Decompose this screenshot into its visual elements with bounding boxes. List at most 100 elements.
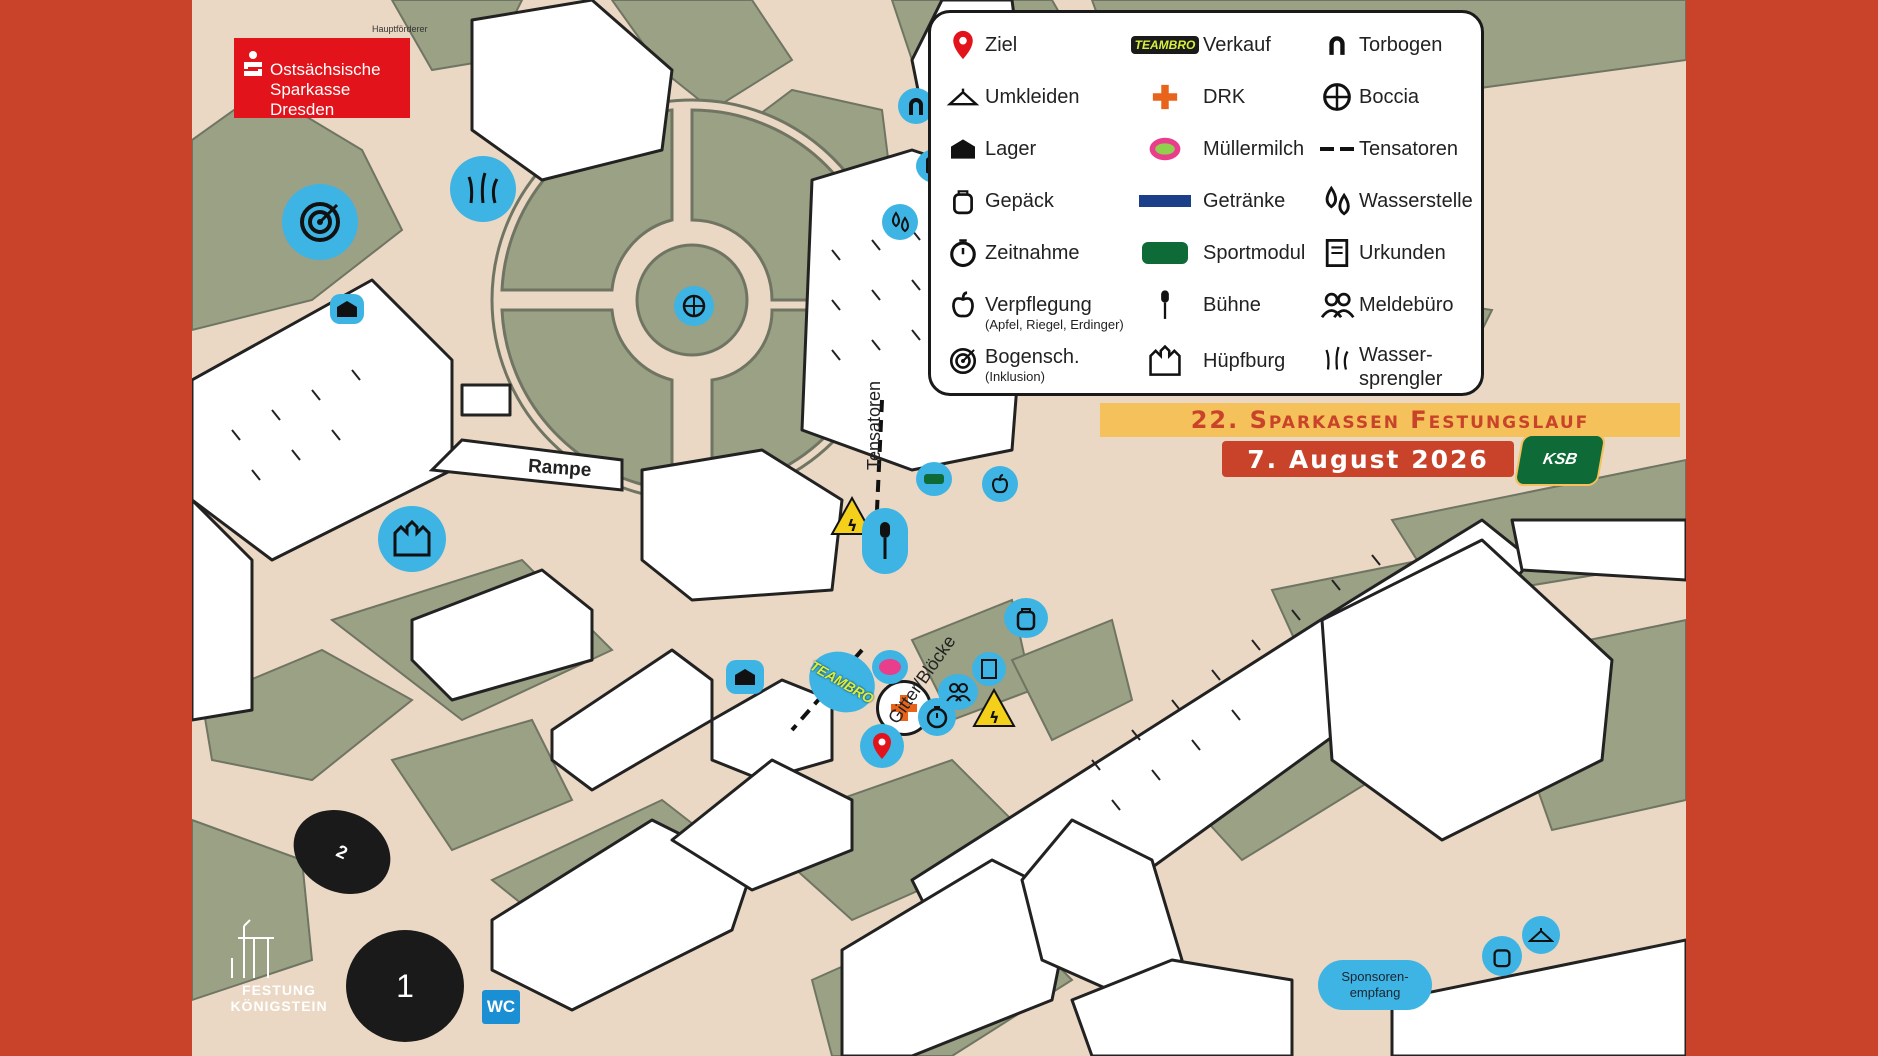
storage-pin-2[interactable]: [726, 660, 764, 694]
storage-icon: [337, 301, 357, 317]
oppacher-logo: [1139, 195, 1191, 207]
legend-wassersprengler: Wasser-sprengler: [1315, 339, 1442, 391]
hanger-icon: [946, 88, 980, 106]
archery-pin[interactable]: [282, 184, 358, 260]
legend-ziel: Ziel: [941, 25, 1017, 65]
teambro-logo: TEAMBRO: [1130, 36, 1200, 54]
sparkasse-s-icon: [244, 51, 262, 76]
ksb-badge: KSB: [1513, 434, 1607, 486]
microphone-icon: [1161, 290, 1169, 319]
muellermilch-pin[interactable]: [872, 650, 908, 684]
boccia-pin[interactable]: [674, 286, 714, 326]
certificate-pin[interactable]: [972, 652, 1006, 686]
microphone-icon: [880, 522, 890, 559]
hanger-icon: [1528, 928, 1554, 942]
storage-pin[interactable]: [330, 294, 364, 324]
backpack-pin[interactable]: [1004, 598, 1048, 638]
backpack-icon: [1493, 949, 1511, 968]
sponsor-line2: Sparkasse Dresden: [270, 80, 351, 119]
stage-pin[interactable]: [862, 508, 908, 574]
storage-icon: [735, 669, 755, 685]
svg-text:ϟ: ϟ: [847, 516, 858, 535]
legend-tensatoren: Tensatoren: [1315, 129, 1458, 169]
hanger-pin[interactable]: [1522, 916, 1560, 954]
sponsor-reception-pin[interactable]: Sponsoren- empfang: [1318, 960, 1432, 1010]
finish-pin[interactable]: [860, 724, 904, 768]
fortress-logo-icon: [231, 919, 274, 978]
ksb-logo: [1142, 242, 1188, 264]
pin-icon: [953, 30, 973, 60]
area-marker-1[interactable]: 1: [346, 930, 464, 1042]
pin-icon: [873, 733, 891, 759]
sponsor-reception-line1: Sponsoren-: [1341, 969, 1409, 984]
sprinkler-icon: [467, 172, 499, 204]
backpack-icon: [1016, 608, 1036, 631]
apple-pin[interactable]: [982, 466, 1018, 502]
storage-icon: [951, 139, 975, 159]
legend-gepaeck: Gepäck: [941, 181, 1054, 221]
bouncy-castle-icon: [1149, 344, 1181, 376]
sponsor-line1: Ostsächsische: [270, 60, 381, 79]
bouncy-castle-pin[interactable]: [378, 506, 446, 572]
wc-sign[interactable]: WC: [482, 990, 520, 1024]
target-icon: [300, 202, 340, 242]
certificate-icon: [981, 659, 997, 679]
water-pin[interactable]: [882, 204, 918, 240]
sparkasse-logo: Ostsächsische Sparkasse Dresden: [234, 38, 410, 119]
area-number-1: 1: [396, 967, 414, 1004]
legend-drk: DRK: [1127, 77, 1245, 117]
legend-verkauf: TEAMBRO Verkauf: [1127, 25, 1271, 65]
festung-line2: KÖNIGSTEIN: [230, 998, 328, 1014]
dash-line-icon: [1320, 147, 1354, 151]
legend-bogensch: Bogensch.(Inklusion): [941, 341, 1080, 385]
stopwatch-icon: [950, 239, 976, 268]
legend-sportmodul: Sportmodul: [1127, 233, 1305, 273]
muellermilch-icon: [879, 659, 901, 675]
target-icon: [949, 347, 977, 375]
legend-huepfburg: Hüpfburg: [1127, 341, 1285, 381]
arch-icon: [1329, 36, 1345, 55]
legend-muellermilch: Müllermilch: [1127, 129, 1304, 169]
apple-icon: [991, 474, 1009, 494]
sponsor-reception-line2: empfang: [1349, 985, 1401, 1000]
muellermilch-logo: [1149, 137, 1181, 161]
people-icon: [946, 683, 971, 702]
stopwatch-icon: [926, 706, 948, 729]
sprinkler-pin[interactable]: [450, 156, 516, 222]
backpack-pin-2[interactable]: [1482, 936, 1522, 976]
legend-zeitnahme: Zeitnahme: [941, 233, 1080, 273]
ksb-sportmodul-pin[interactable]: [916, 462, 952, 496]
people-icon: [1320, 292, 1355, 319]
event-title: 22. Sparkassen Festungslauf: [1100, 403, 1680, 437]
sprinkler-icon: [1325, 346, 1349, 370]
festung-logo: FESTUNG KÖNIGSTEIN: [224, 918, 327, 1014]
legend-boccia: Boccia: [1315, 77, 1419, 117]
sponsor-tagline: Hauptförderer: [372, 24, 428, 34]
event-date: 7. August 2026: [1222, 441, 1514, 477]
red-cross-icon: [1152, 84, 1178, 110]
arch-icon: [909, 98, 923, 115]
area-number-2: 2: [333, 840, 351, 863]
timing-pin[interactable]: [918, 698, 956, 736]
legend-getraenke: Getränke: [1127, 181, 1285, 221]
legend-wasserstelle: Wasserstelle: [1315, 181, 1473, 221]
legend-lager: Lager: [941, 129, 1036, 169]
tensatoren-label: Tensatoren: [864, 380, 884, 470]
water-drops-icon: [1325, 185, 1350, 216]
apple-icon: [952, 291, 974, 318]
red-cross-icon: [891, 695, 917, 721]
backpack-icon: [953, 190, 973, 215]
legend-umkleiden: Umkleiden: [941, 77, 1079, 117]
legend-meldebuero: Meldebüro: [1315, 285, 1454, 325]
legend-torbogen: Torbogen: [1315, 25, 1442, 65]
boccia-icon: [682, 294, 706, 318]
ksb-icon: [924, 474, 944, 484]
rampe-label: Rampe: [527, 455, 593, 482]
water-drops-icon: [892, 211, 909, 233]
legend-buehne: Bühne: [1127, 285, 1261, 325]
legend-verpflegung: Verpflegung(Apfel, Riegel, Erdinger): [941, 285, 1124, 333]
festung-line1: FESTUNG: [242, 982, 316, 998]
svg-text:ϟ: ϟ: [989, 708, 1000, 727]
legend-box: Ziel Umkleiden Lager Gepäck Zeitnahme Ve…: [928, 10, 1484, 396]
boccia-icon: [1323, 83, 1351, 111]
